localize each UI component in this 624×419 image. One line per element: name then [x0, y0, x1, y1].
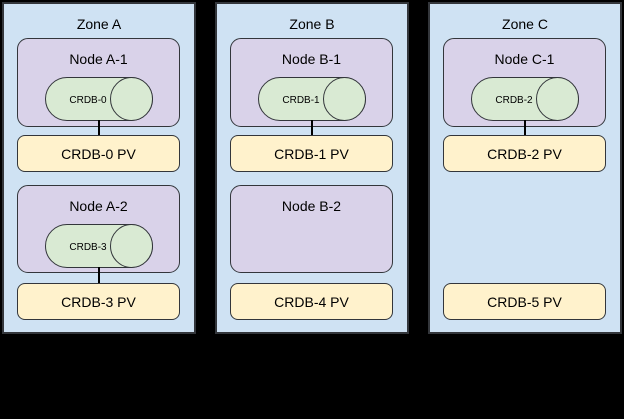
connector-a1-pv0 — [98, 120, 100, 135]
node-c1-box: Node C-1 CRDB-2 — [443, 38, 606, 127]
zone-a-title: Zone A — [76, 16, 122, 32]
connector-a2-pv3 — [98, 267, 100, 283]
crdb-1-pv-box: CRDB-1 PV — [230, 135, 393, 172]
crdb-2-pod-cylinder-icon: CRDB-2 — [470, 77, 579, 121]
node-c1-label: Node C-1 — [494, 51, 555, 67]
crdb-0-pv-label: CRDB-0 PV — [61, 145, 136, 162]
crdb-4-pv-label: CRDB-4 PV — [274, 293, 349, 310]
crdb-3-pod-label: CRDB-3 — [69, 242, 107, 253]
connector-b1-pv1 — [311, 120, 313, 135]
zone-c-panel: Zone C Node C-1 CRDB-2 CRDB-2 PV CRDB-5 … — [428, 2, 622, 334]
crdb-0-pv-box: CRDB-0 PV — [17, 135, 180, 172]
node-a2-label: Node A-2 — [69, 198, 128, 214]
crdb-3-pod-cylinder-icon: CRDB-3 — [44, 224, 153, 268]
node-b2-box: Node B-2 — [230, 185, 393, 273]
crdb-1-pod-label: CRDB-1 — [282, 95, 320, 106]
crdb-1-pod-cylinder-icon: CRDB-1 — [257, 77, 366, 121]
crdb-5-pv-box: CRDB-5 PV — [443, 283, 606, 320]
crdb-0-pod-cylinder-icon: CRDB-0 — [44, 77, 153, 121]
zone-b-title: Zone B — [289, 16, 335, 32]
node-b2-label: Node B-2 — [281, 198, 342, 214]
zone-b-panel: Zone B Node B-1 CRDB-1 CRDB-1 PV Node B-… — [215, 2, 409, 334]
crdb-1-pv-label: CRDB-1 PV — [274, 145, 349, 162]
node-a1-box: Node A-1 CRDB-0 — [17, 38, 180, 127]
crdb-2-pod-label: CRDB-2 — [495, 95, 533, 106]
zone-c-title: Zone C — [502, 16, 548, 32]
crdb-0-pod-label: CRDB-0 — [69, 95, 107, 106]
zone-a-panel: Zone A Node A-1 CRDB-0 CRDB-0 PV Node A-… — [2, 2, 196, 334]
node-a1-label: Node A-1 — [69, 51, 128, 67]
crdb-4-pv-box: CRDB-4 PV — [230, 283, 393, 320]
crdb-2-pv-label: CRDB-2 PV — [487, 145, 562, 162]
node-b1-label: Node B-1 — [281, 51, 342, 67]
crdb-5-pv-label: CRDB-5 PV — [487, 293, 562, 310]
crdb-3-pv-label: CRDB-3 PV — [61, 293, 136, 310]
connector-c1-pv2 — [524, 120, 526, 135]
node-b1-box: Node B-1 CRDB-1 — [230, 38, 393, 127]
node-a2-box: Node A-2 CRDB-3 — [17, 185, 180, 273]
crdb-2-pv-box: CRDB-2 PV — [443, 135, 606, 172]
crdb-3-pv-box: CRDB-3 PV — [17, 283, 180, 320]
